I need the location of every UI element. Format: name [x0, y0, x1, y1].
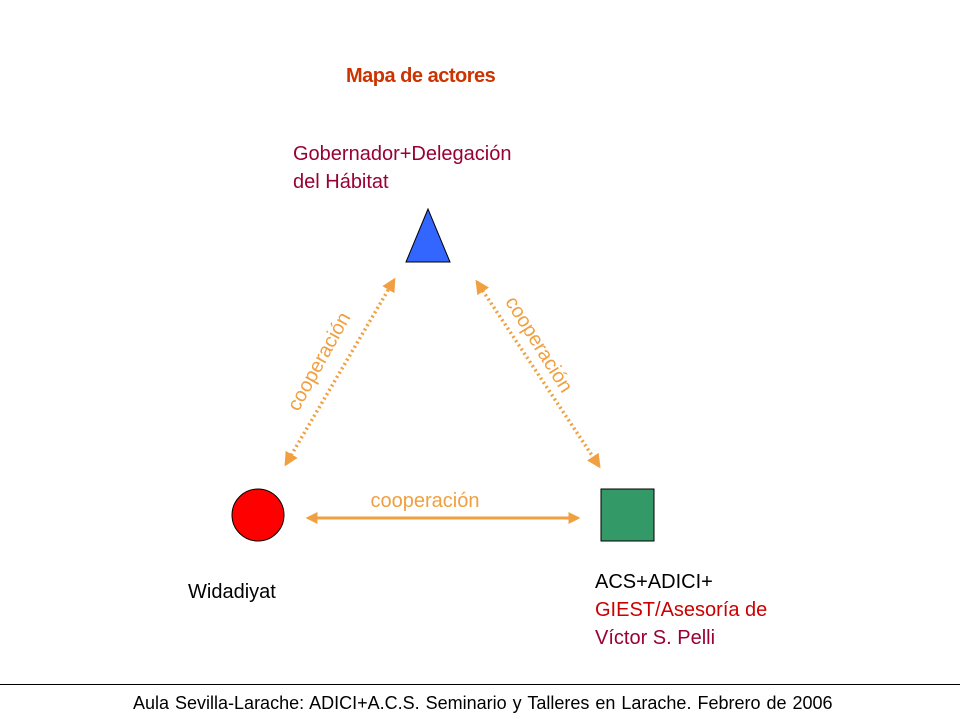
actor-label-governor-line-1: Gobernador+Delegación: [293, 143, 512, 165]
actor-label-widadiyat: Widadiyat: [188, 578, 276, 606]
actor-label-acs-line-3: Víctor S. Pelli: [595, 627, 716, 649]
actor-label-governor: Gobernador+Delegación del Hábitat: [293, 140, 512, 196]
slide-title: Mapa de actores: [346, 65, 496, 87]
actor-label-governor-line-2: del Hábitat: [293, 171, 389, 193]
actor-label-widadiyat-line-1: Widadiyat: [188, 581, 276, 603]
triangle-shape: [405, 207, 451, 263]
circle-shape: [231, 488, 285, 542]
relation-label-left-top: cooperación: [283, 309, 355, 415]
arrow-left-top: [284, 277, 396, 467]
actor-label-acs-line-2: GIEST/Asesoría de: [595, 599, 768, 621]
relation-label-left-right: cooperación: [371, 490, 480, 512]
square-shape: [600, 488, 655, 542]
actor-label-acs-line-1: ACS+ADICI+: [595, 571, 713, 593]
arrow-top-right: [475, 279, 601, 469]
actor-label-acs: ACS+ADICI+ GIEST/Asesoría de Víctor S. P…: [595, 568, 767, 652]
footer-divider: [0, 684, 960, 685]
relation-label-top-right: cooperación: [500, 293, 576, 397]
footer-text: Aula Sevilla-Larache: ADICI+A.C.S. Semin…: [133, 693, 833, 713]
